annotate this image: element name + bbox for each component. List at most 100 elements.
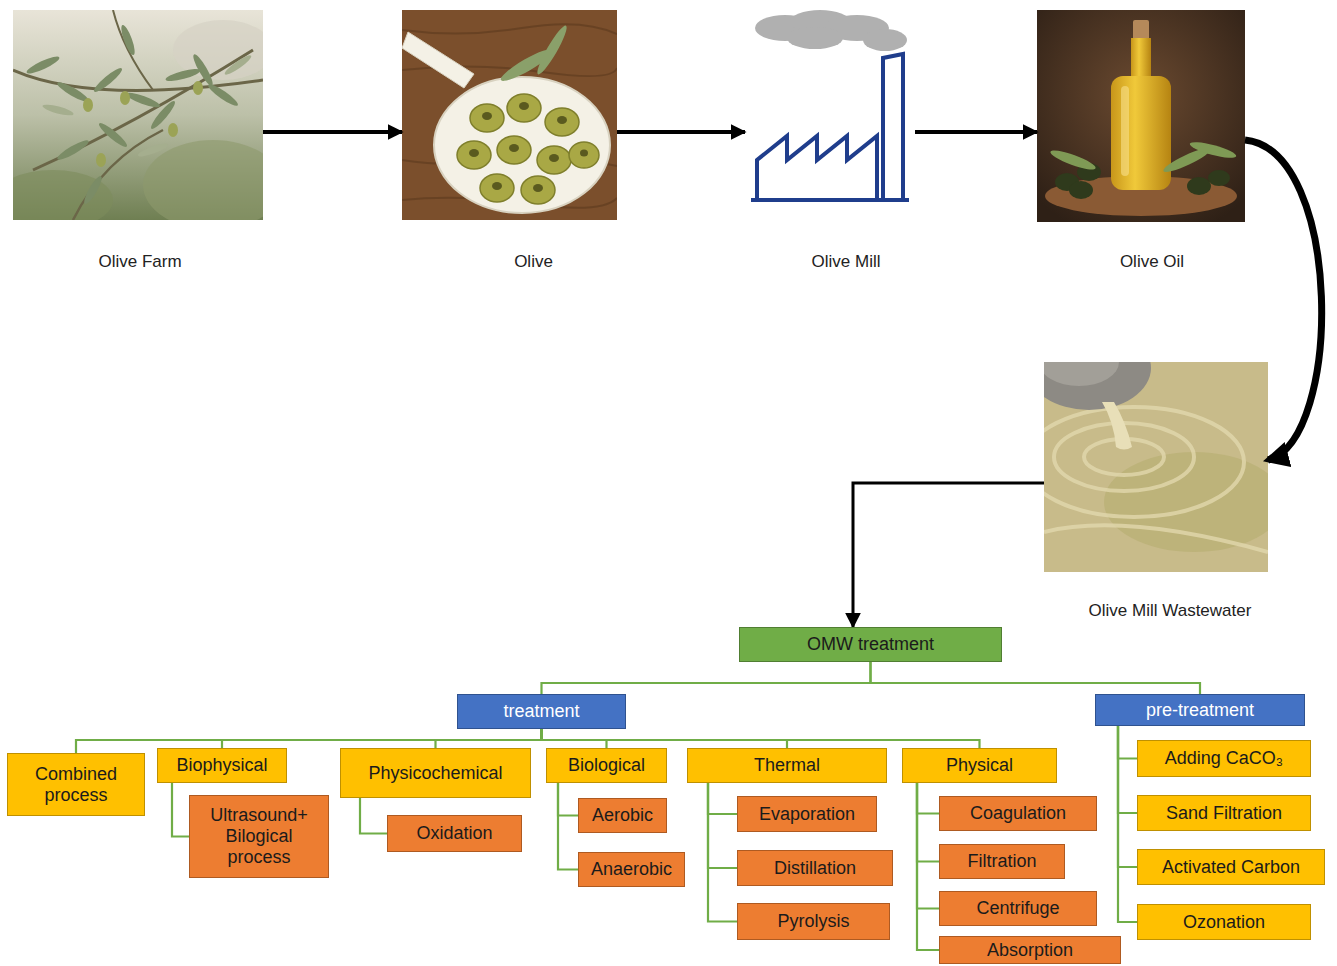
box-label: Anaerobic (591, 859, 672, 880)
image-caption: Olive (514, 252, 553, 272)
category-box: Thermal (687, 748, 887, 783)
category-box: Combined process (7, 753, 145, 816)
box-label: Combined process (15, 764, 137, 805)
illustration-part (1049, 139, 1238, 176)
image-caption: Olive Oil (1120, 252, 1184, 272)
illustration-part (1049, 147, 1098, 173)
illustration-part (534, 23, 571, 76)
illustration-part (92, 65, 125, 94)
tree-connector (917, 783, 939, 950)
illustration-part (1055, 163, 1230, 199)
illustration-part (482, 112, 492, 120)
tree-connector (1118, 726, 1137, 922)
illustration-part (42, 53, 253, 159)
illustration-part (569, 142, 599, 168)
box-label: Ultrasound+ Bilogical process (197, 805, 321, 867)
category-box: Biological (546, 748, 667, 783)
illustration-part (1208, 170, 1230, 186)
box-label: Biophysical (176, 755, 267, 776)
illustration-part (521, 176, 555, 204)
method-box: Distillation (737, 850, 893, 886)
illustration-part (498, 23, 570, 85)
flow-arrow (915, 130, 1037, 134)
method-box: Coagulation (939, 796, 1097, 831)
tree-connector (708, 783, 737, 922)
box-label: OMW treatment (807, 634, 934, 655)
method-box: Ultrasound+ Bilogical process (189, 795, 329, 878)
illustration-part (223, 53, 253, 77)
box-label: Oxidation (416, 823, 492, 844)
tree-connector (1118, 726, 1137, 759)
illustration-part (497, 136, 531, 164)
illustration-part (193, 81, 203, 95)
branch-box: treatment (457, 694, 626, 729)
illustration-part (434, 77, 610, 213)
illustration-part (13, 170, 113, 220)
tree-connector (558, 783, 578, 816)
box-label: Distillation (774, 858, 856, 879)
method-box: Pyrolysis (737, 903, 890, 940)
method-box: Aerobic (578, 798, 667, 833)
illustration-part (191, 52, 216, 87)
illustration-part (533, 184, 543, 192)
illustration-part (1044, 362, 1151, 410)
method-box: Absorption (939, 936, 1121, 964)
illustration-part (1044, 362, 1119, 386)
illustration-part (1044, 525, 1268, 552)
illustration-part (1037, 10, 1245, 222)
tree-connector (542, 729, 607, 748)
box-label: Activated Carbon (1162, 857, 1300, 878)
illustration-part (1102, 402, 1132, 450)
illustration-part (1187, 177, 1211, 195)
factory-icon (745, 10, 915, 215)
root-box: OMW treatment (739, 627, 1002, 662)
illustration-part (25, 54, 61, 76)
tree-connector (708, 783, 737, 868)
illustration-part (33, 50, 253, 170)
category-box: Physical (902, 748, 1057, 783)
olive-oil-photo (1037, 10, 1245, 222)
box-label: Evaporation (759, 804, 855, 825)
category-box: Sand Filtration (1137, 795, 1311, 831)
illustration-part (1069, 181, 1093, 199)
box-label: Sand Filtration (1166, 803, 1282, 824)
illustration-part (507, 94, 541, 122)
illustration-part (883, 54, 903, 200)
category-box: Activated Carbon (1137, 849, 1325, 885)
illustration-part (113, 10, 153, 90)
illustration-part (96, 153, 106, 167)
illustration-part (165, 66, 202, 83)
illustration-part (137, 141, 169, 159)
tree-connector (1118, 726, 1137, 867)
box-label: Thermal (754, 755, 820, 776)
illustration-part (469, 102, 588, 192)
tree-connector (172, 783, 189, 837)
tree-connector (708, 783, 737, 814)
box-label: Filtration (967, 851, 1036, 872)
tree-connector (917, 783, 939, 862)
box-label: Pyrolysis (777, 911, 849, 932)
illustration-part (537, 146, 571, 174)
category-box: Physicochemical (340, 748, 531, 798)
tree-connector (917, 783, 939, 909)
illustration-part (787, 27, 843, 49)
illustration-part (549, 154, 559, 162)
box-label: Centrifuge (976, 898, 1059, 919)
illustration-part (557, 116, 567, 124)
illustration-part (757, 136, 877, 200)
illustration-part (1121, 86, 1129, 176)
illustration-part (402, 24, 617, 34)
image-caption: Olive Farm (98, 252, 181, 272)
illustration-part (457, 94, 599, 204)
illustration-part (457, 141, 491, 169)
illustration-part (402, 32, 474, 88)
illustration-part (402, 10, 617, 220)
illustration-part (1111, 76, 1171, 190)
illustration-part (509, 144, 519, 152)
photo-caption-node: Olive Mill (745, 10, 915, 274)
illustration-part (83, 81, 203, 167)
box-label: Biological (568, 755, 645, 776)
illustration-part (1044, 407, 1244, 517)
photo-caption-node: Olive (402, 10, 617, 274)
